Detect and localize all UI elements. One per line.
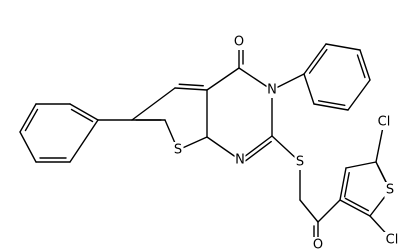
ring-sulfur-label: S — [174, 143, 182, 158]
n1-label: N — [235, 153, 245, 168]
chlorine-2-label: Cl — [386, 233, 399, 248]
ph1-ab — [303, 43, 327, 75]
c2-n1-bond-inner — [244, 140, 272, 162]
ch2-co-bond — [299, 199, 319, 223]
ph1-cd — [359, 49, 371, 81]
c3-c6-bond — [131, 87, 176, 121]
thioether-sulfur-label: S — [296, 155, 304, 170]
ph1-de — [347, 79, 371, 111]
ph2-ab-inner — [70, 108, 94, 123]
chlorine-2-label-background — [383, 232, 401, 248]
n3-label: N — [267, 83, 277, 98]
ph2-ab — [69, 103, 99, 121]
t4-t5-bond — [345, 161, 377, 169]
thienyl-sulfur-label-background — [384, 182, 396, 198]
n3-label-background — [266, 82, 278, 98]
co-thienyl-bond — [317, 199, 341, 223]
carbonyl-oxygen-label-background — [233, 34, 245, 50]
thienyl-sulfur-label: S — [386, 183, 394, 198]
ph1-bc — [325, 43, 361, 51]
t3-t4-bond-inner — [343, 171, 350, 198]
t2-t3-bond-inner — [344, 197, 370, 212]
t2-t3-bond — [339, 199, 371, 217]
ph2-fa — [69, 119, 99, 163]
ph2-cd — [19, 103, 37, 133]
chlorine-5-label: Cl — [378, 115, 391, 130]
c4a-c3-bond — [174, 87, 208, 91]
ph1-ef-inner — [317, 100, 346, 107]
ph2-de — [19, 131, 37, 163]
chlorine-5-label-background — [375, 114, 393, 130]
ph1-cd-inner — [356, 54, 366, 79]
bond-layer — [19, 41, 393, 246]
ring-sulfur-label-background — [172, 142, 184, 158]
ketone-oxygen-label-background — [312, 237, 324, 252]
n1-label-background — [234, 152, 246, 168]
ph1-fa — [303, 73, 315, 105]
t3-t4-bond — [339, 167, 347, 201]
c4a-c4-bond — [206, 67, 240, 91]
carbonyl-oxygen-label: O — [234, 35, 244, 50]
ketone-oxygen-label: O — [313, 238, 323, 252]
thioether-sulfur-label-background — [294, 154, 306, 170]
ph1-ef — [313, 103, 349, 111]
ph1-ab-inner — [308, 48, 328, 74]
ph2-cd-inner — [24, 108, 39, 132]
c4a-c3-bond-inner — [178, 83, 204, 87]
